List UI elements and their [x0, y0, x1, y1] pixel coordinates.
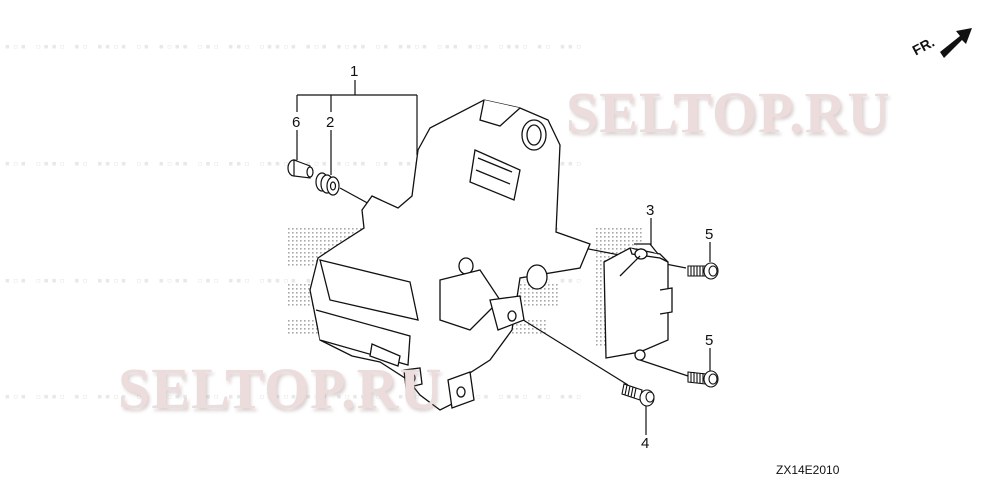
bracket-body [309, 99, 591, 411]
grommet-part [315, 172, 340, 196]
background-ghost-text: ▪▫▪ ▫▪▪▫ ▪▫ ▪▪▫▪ ▫▪ ▪▫▪▪ ▫▪▫ ▪▪▫ ▫▪▪▫▪ ▪… [5, 38, 584, 54]
bolt-5-lower [687, 370, 719, 388]
callout-5-upper[interactable]: 5 [705, 226, 714, 243]
callout-3[interactable]: 3 [646, 202, 655, 219]
watermark-lower: SELTOP.RU [118, 356, 443, 421]
collar-part [287, 159, 314, 179]
watermark-upper: SELTOP.RU [566, 80, 891, 145]
bolt-5-upper [687, 262, 719, 280]
figure-code: ZX14E2010 [776, 463, 840, 477]
callout-2[interactable]: 2 [326, 114, 335, 131]
callout-4[interactable]: 4 [641, 435, 650, 452]
bolt-4 [621, 383, 655, 407]
callout-6[interactable]: 6 [292, 114, 301, 131]
control-unit-part [603, 243, 673, 361]
callout-5-lower[interactable]: 5 [705, 332, 714, 349]
arrow-up-right-icon [940, 28, 972, 58]
callout-1[interactable]: 1 [350, 63, 359, 80]
